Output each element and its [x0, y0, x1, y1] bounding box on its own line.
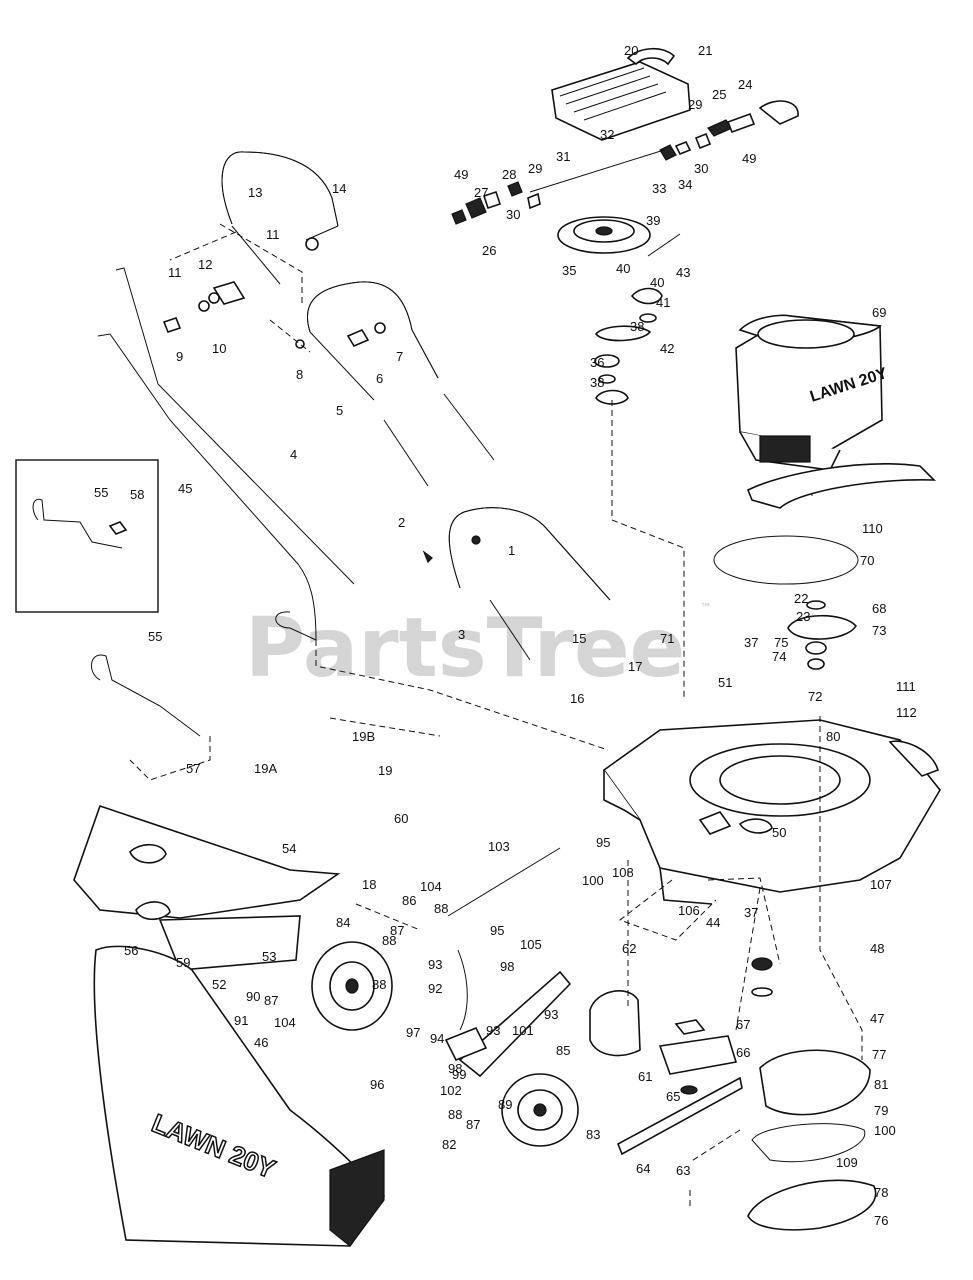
- control-rod-upper: [115, 267, 355, 585]
- gear-case-62: [589, 990, 641, 1057]
- control-rod-hook: [275, 611, 317, 641]
- blade-adapter-66: [658, 1035, 738, 1075]
- watermark-text: PartsTree: [245, 601, 685, 696]
- washer-47: [751, 987, 773, 997]
- engine: LAWN 20Y: [735, 314, 890, 496]
- wheel-83: [501, 1073, 579, 1147]
- reference-lines: [129, 223, 863, 1210]
- belt-guard-105: [746, 463, 937, 509]
- rear-flap-and-bag-frame: [73, 804, 341, 971]
- wire-rod-55: [91, 654, 201, 737]
- upper-handle: [162, 151, 339, 333]
- drive-belt-70: [713, 535, 859, 585]
- wheel-bracket-92: [444, 1026, 488, 1062]
- nut-48: [751, 957, 773, 971]
- ring-79: [751, 1123, 866, 1163]
- lower-handle: [422, 507, 611, 661]
- inset-wire-part: [32, 498, 123, 549]
- cover-78: [747, 1179, 877, 1231]
- height-lever-90: [457, 949, 468, 1031]
- control-box-assembly: [451, 47, 799, 225]
- engine-pulley-assembly: [787, 600, 857, 670]
- pulley-assembly: [557, 216, 681, 405]
- middle-handle: [295, 281, 495, 487]
- mower-deck: [602, 719, 941, 905]
- front-axle-99: [447, 847, 561, 917]
- watermark-trademark: ™: [700, 601, 712, 615]
- blade-64: [616, 1076, 743, 1156]
- inset-box: [15, 459, 159, 613]
- washer-65: [680, 1085, 698, 1095]
- inset-clip-part: [108, 521, 128, 535]
- grass-bag: LAWN 20Y: [93, 945, 386, 1247]
- control-rod-lower: [97, 333, 317, 641]
- wheel-bracket-91: [458, 970, 572, 1078]
- spacer-67: [674, 1019, 706, 1035]
- baffle-81: [759, 1049, 871, 1116]
- wheel-84: [311, 941, 393, 1031]
